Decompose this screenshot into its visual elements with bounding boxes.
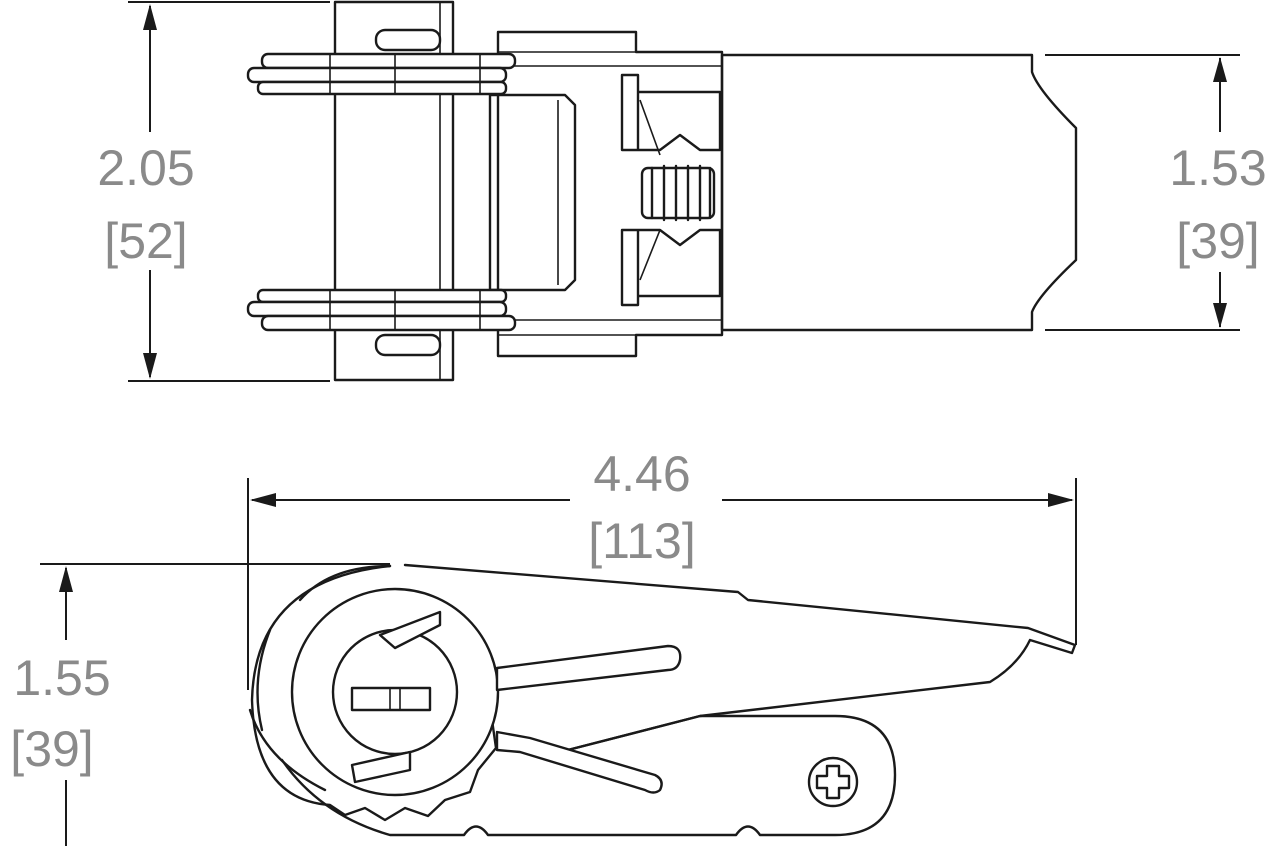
ratchet-arc (256, 628, 272, 732)
strap-plate (720, 53, 1078, 332)
release-lever-lower (495, 730, 663, 794)
side-height-mm-label: [39] (10, 721, 93, 777)
dimension-side-height: 1.55 [39] (10, 563, 390, 846)
axle-lower (246, 288, 517, 332)
length-mm-label: [113] (588, 513, 696, 569)
length-inches-label: 4.46 (593, 446, 690, 502)
handle-lever (403, 563, 1077, 754)
height-mm-label: [52] (104, 213, 187, 269)
ratchet-wheel-outer (250, 564, 498, 822)
axle-upper (246, 52, 517, 96)
slotted-spool (350, 686, 432, 712)
top-view: 2.05 [52] 1.53 [39] (97, 0, 1267, 382)
base-plate (280, 714, 897, 837)
side-height-inches-label: 1.55 (13, 650, 110, 706)
pawl-arm-upper (378, 610, 442, 650)
release-lever-upper (495, 644, 682, 692)
pawl-bracket-upper (620, 73, 722, 152)
height-inches-label: 2.05 (97, 140, 194, 196)
strap-width-mm-label: [39] (1176, 213, 1259, 269)
pawl-arm-lower (350, 750, 412, 784)
pawl-bracket-lower (620, 228, 722, 307)
strap-width-inches-label: 1.53 (1169, 140, 1266, 196)
tab-lower (374, 333, 442, 357)
dimension-strap-width: 1.53 [39] (1045, 54, 1267, 331)
dimension-overall-length: 4.46 [113] (247, 446, 1077, 690)
screw-head (807, 756, 859, 808)
coil-spring (640, 164, 716, 222)
spool-window (488, 93, 577, 292)
side-view: 4.46 [113] 1.55 [39] (10, 446, 1077, 846)
tab-upper (374, 28, 442, 52)
dimension-overall-height: 2.05 [52] (97, 1, 330, 382)
